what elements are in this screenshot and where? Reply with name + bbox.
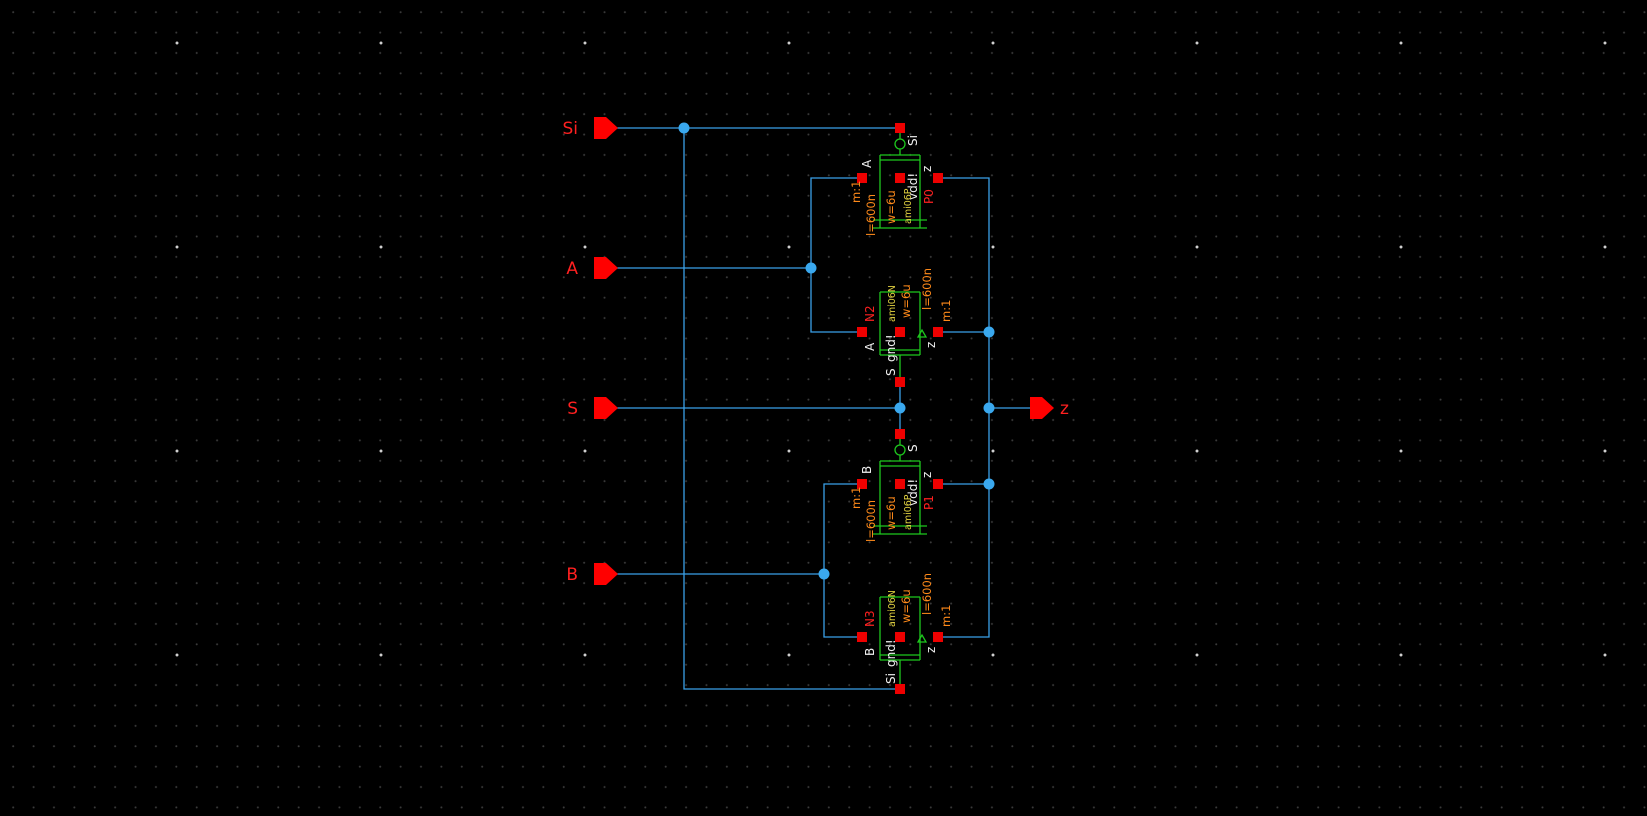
nmos-symbol-icon <box>879 596 928 684</box>
pmos-p0[interactable]: A vdd! z Si m:1 l=600n w=6u ami06P P0 <box>849 123 943 236</box>
junction-dot[interactable] <box>983 478 995 490</box>
terminal-gate[interactable] <box>857 327 867 337</box>
terminal-drain[interactable] <box>933 479 943 489</box>
param-l: l=600n <box>864 500 878 542</box>
bulk-net-label: gnd! <box>884 334 898 362</box>
junction-dot[interactable] <box>983 326 995 338</box>
terminal-bulk[interactable] <box>895 632 905 642</box>
junction-dot[interactable] <box>678 122 690 134</box>
input-pin-icon <box>594 563 618 585</box>
wire-b-vertical[interactable] <box>823 483 862 638</box>
nmos-n3[interactable]: N3 ami06N w=6u l=600n m:1 B gnd! z Si <box>857 573 953 694</box>
input-pin-icon <box>594 117 618 139</box>
terminal-source[interactable] <box>895 429 905 439</box>
param-w: w=6u <box>884 496 898 530</box>
terminal-si-top[interactable] <box>895 123 905 133</box>
ctl-net-label: S <box>884 368 898 376</box>
pin-si[interactable]: Si <box>562 117 618 139</box>
param-w: w=6u <box>899 284 913 318</box>
pmos-p1[interactable]: B vdd! z S m:1 l=600n w=6u ami06P P1 <box>849 429 943 542</box>
terminal-gate[interactable] <box>857 173 867 183</box>
input-pin-icon <box>594 257 618 279</box>
nmos-symbol-icon <box>879 291 928 377</box>
ctl-net-label: Si <box>906 135 920 146</box>
terminal-bulk[interactable] <box>895 327 905 337</box>
gate-net-label: A <box>863 342 877 351</box>
gate-net-label: A <box>860 159 874 168</box>
terminal-drain[interactable] <box>933 173 943 183</box>
junction-dot[interactable] <box>805 262 817 274</box>
model-name: ami06P <box>903 188 914 224</box>
drain-net-label: z <box>924 647 938 653</box>
bulk-net-label: vdd! <box>906 173 920 200</box>
gate-net-label: B <box>863 648 877 656</box>
junction-dot[interactable] <box>818 568 830 580</box>
pin-b[interactable]: B <box>566 563 618 585</box>
pin-s[interactable]: S <box>567 397 618 419</box>
terminal-bulk[interactable] <box>895 173 905 183</box>
nmos-n2[interactable]: N2 ami06N w=6u l=600n m:1 A gnd! z S <box>857 268 953 387</box>
pin-label-a: A <box>566 259 578 279</box>
model-name: ami06P <box>903 494 914 530</box>
instance-name: P0 <box>922 189 936 204</box>
param-w: w=6u <box>899 589 913 623</box>
param-l: l=600n <box>864 194 878 236</box>
junction-dot[interactable] <box>983 402 995 414</box>
drain-net-label: z <box>920 166 934 172</box>
terminal-bulk[interactable] <box>895 479 905 489</box>
bulk-net-label: vdd! <box>906 479 920 506</box>
drain-net-label: z <box>924 342 938 348</box>
param-w: w=6u <box>884 190 898 224</box>
pin-a[interactable]: A <box>566 257 618 279</box>
wire-a-vertical[interactable] <box>810 177 862 333</box>
output-pin-icon <box>1030 397 1054 419</box>
pin-label-z: z <box>1060 399 1069 419</box>
param-l: l=600n <box>920 573 934 615</box>
ctl-net-label: S <box>906 444 920 452</box>
param-m: m:1 <box>939 605 953 627</box>
model-name: ami06N <box>887 590 898 627</box>
wire-si-vertical[interactable] <box>683 128 900 690</box>
param-l: l=600n <box>920 268 934 310</box>
pin-z[interactable]: z <box>1030 397 1069 419</box>
instance-name: N3 <box>863 610 877 627</box>
bulk-net-label: gnd! <box>884 639 898 667</box>
junctions <box>678 122 995 580</box>
model-name: ami06N <box>887 285 898 322</box>
param-m: m:1 <box>849 181 863 203</box>
pin-label-s: S <box>567 399 578 419</box>
pmos-symbol-icon <box>873 133 927 229</box>
pmos-symbol-icon <box>873 439 927 535</box>
terminal-drain[interactable] <box>933 327 943 337</box>
param-m: m:1 <box>939 300 953 322</box>
ctl-net-label: Si <box>884 673 898 684</box>
terminal-gate[interactable] <box>857 479 867 489</box>
junction-dot[interactable] <box>894 402 906 414</box>
wires <box>615 127 1030 690</box>
terminal-source[interactable] <box>895 684 905 694</box>
gate-net-label: B <box>860 466 874 474</box>
instance-name: N2 <box>863 305 877 322</box>
drain-net-label: z <box>920 472 934 478</box>
terminal-source[interactable] <box>895 377 905 387</box>
pin-label-si: Si <box>562 119 578 139</box>
terminal-gate[interactable] <box>857 632 867 642</box>
input-pin-icon <box>594 397 618 419</box>
instance-name: P1 <box>922 495 936 510</box>
pin-label-b: B <box>566 565 578 585</box>
terminal-drain[interactable] <box>933 632 943 642</box>
param-m: m:1 <box>849 487 863 509</box>
wire-z-vertical[interactable] <box>938 177 990 638</box>
